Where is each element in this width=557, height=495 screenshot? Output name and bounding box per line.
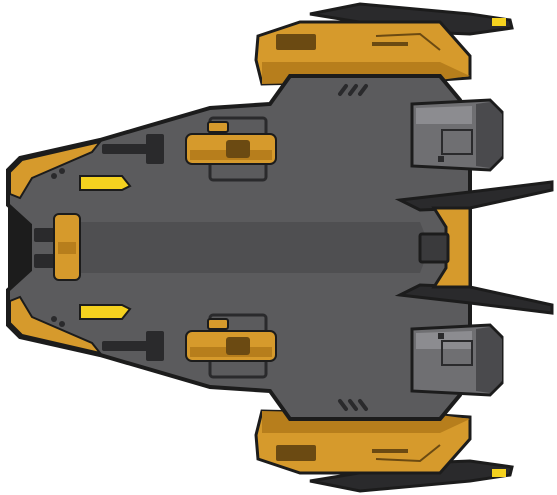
engine-shadow — [476, 102, 502, 168]
hull-dot — [59, 321, 65, 327]
turret-core — [226, 140, 250, 158]
lower-wing — [254, 409, 514, 493]
nose-armor-bottom — [9, 295, 103, 355]
lower-wing-vent — [372, 449, 408, 453]
hull-dot — [59, 168, 65, 174]
nose-slot — [8, 205, 30, 290]
rear-prong-bottom — [394, 283, 554, 315]
turret-muzzle — [146, 134, 164, 164]
lower-wing-hatch — [276, 445, 316, 461]
nose-cannon — [34, 213, 81, 281]
engine-lower — [410, 323, 504, 397]
rear-prongs — [394, 180, 554, 315]
vent-slits-bottom — [338, 399, 368, 411]
turret-clamp — [207, 318, 229, 330]
engine-shadow — [476, 327, 502, 393]
upper-wing — [254, 2, 514, 86]
accent-light-top — [79, 175, 132, 191]
engine-light — [438, 333, 444, 339]
engine-highlight — [416, 106, 472, 124]
nose-armor-top — [9, 140, 103, 200]
engine-panel — [441, 129, 473, 155]
turret-lower — [102, 313, 277, 379]
upper-wing-tip — [492, 18, 506, 26]
upper-wing-hatch — [276, 34, 316, 50]
lower-wing-seam — [375, 444, 441, 463]
accent-light-bottom — [79, 304, 132, 320]
hull-dot — [51, 316, 57, 322]
upper-wing-vent — [372, 42, 408, 46]
vent-slits-top — [338, 84, 368, 96]
engine-upper — [410, 98, 504, 172]
hull-dot — [51, 173, 57, 179]
hull-body — [6, 74, 472, 421]
turret-core — [226, 337, 250, 355]
nose-cannon-shade — [58, 242, 76, 254]
nose-cannon-barrel — [34, 254, 58, 268]
main-hull — [6, 74, 472, 421]
engine-light — [438, 156, 444, 162]
turret-muzzle — [146, 331, 164, 361]
lower-wing-tip — [492, 469, 506, 477]
rear-armor-brace — [431, 206, 472, 289]
rear-connector — [418, 232, 450, 264]
upper-wing-seam — [375, 32, 441, 51]
nose-cannon-barrel — [34, 228, 58, 242]
rear-prong-top — [394, 180, 554, 212]
engine-panel — [441, 340, 473, 366]
turret-upper — [102, 116, 277, 182]
turret-clamp — [207, 121, 229, 133]
hull-spine — [80, 222, 430, 273]
